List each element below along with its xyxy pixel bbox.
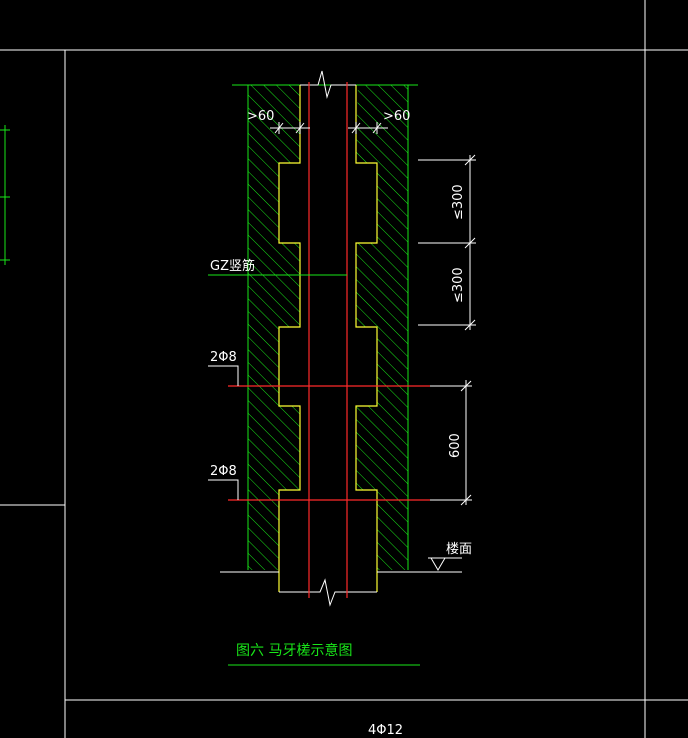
- floor-level-symbol: [428, 557, 462, 571]
- bar-2phi8-lower-label: 2Φ8: [210, 464, 237, 479]
- gz-rebar-label: GZ竖筋: [210, 258, 255, 274]
- vertical-rebars: [308, 82, 348, 598]
- leader-2phi8-upper: [208, 365, 239, 386]
- leader-2phi8-lower: [208, 479, 239, 500]
- dim-60-right: [348, 122, 388, 134]
- right-wall-hatch: [356, 85, 408, 570]
- dim-60-right-label: >60: [383, 109, 410, 124]
- bottom-rebar-label: 4Φ12: [368, 723, 403, 738]
- dim-60-left: [270, 122, 310, 134]
- tie-bars: [228, 385, 430, 501]
- dim-300-upper-label: ≤300: [451, 184, 466, 220]
- dim-chain-right: [418, 154, 476, 506]
- break-line-bottom: [279, 578, 377, 607]
- left-edge-dimension: [0, 125, 10, 265]
- column-left-profile: [278, 85, 301, 592]
- column-right-profile: [355, 85, 378, 592]
- left-wall-hatch: [248, 85, 300, 570]
- floor-level-label: 楼面: [446, 542, 472, 557]
- figure-title: 图六 马牙槎示意图: [236, 642, 352, 659]
- dim-600-label: 600: [448, 433, 463, 458]
- dim-300-lower-label: ≤300: [451, 267, 466, 303]
- break-line-top: [300, 70, 356, 99]
- dim-60-left-label: >60: [247, 109, 274, 124]
- bar-2phi8-upper-label: 2Φ8: [210, 350, 237, 365]
